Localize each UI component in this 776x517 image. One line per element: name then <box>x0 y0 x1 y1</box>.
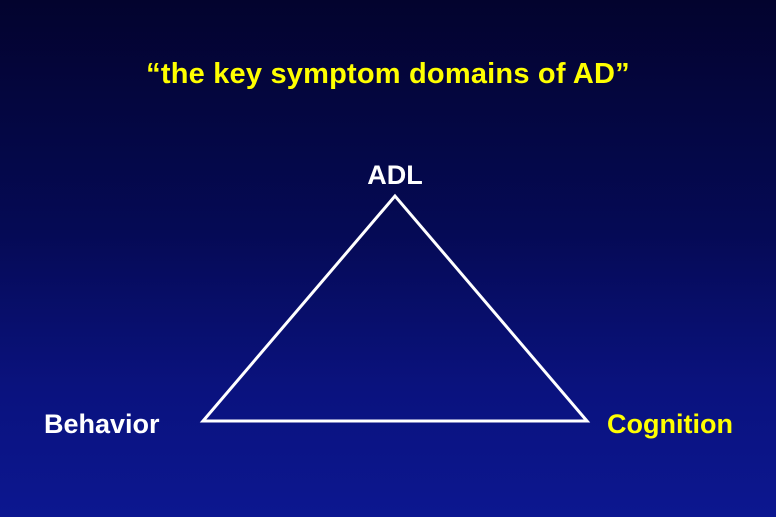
vertex-label-behavior: Behavior <box>44 409 160 439</box>
vertex-label-cognition: Cognition <box>607 409 733 439</box>
vertex-label-adl: ADL <box>367 160 423 190</box>
domain-triangle <box>199 193 591 423</box>
slide-title: “the key symptom domains of AD” <box>146 58 630 90</box>
